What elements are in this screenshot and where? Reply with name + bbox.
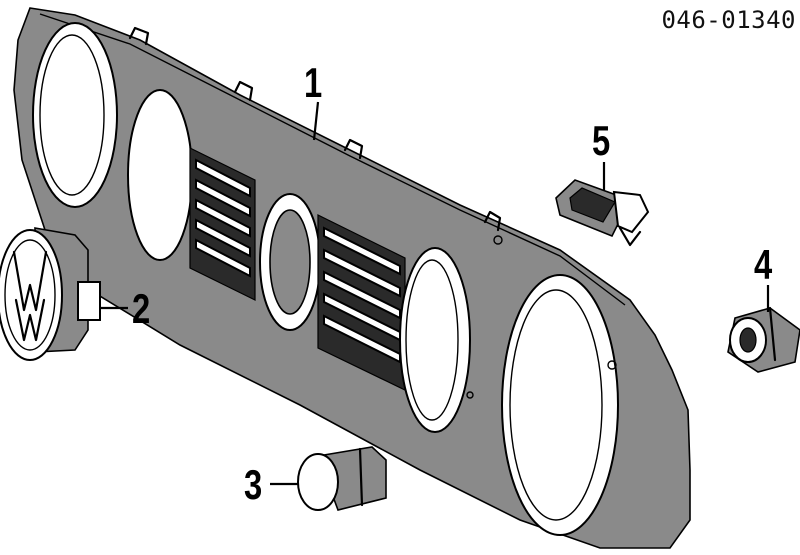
diagram-number: 046-01340 — [661, 6, 796, 34]
right-headlamp-opening — [501, 274, 619, 536]
grille-slats-right — [317, 214, 406, 391]
clip-nut-part-4[interactable] — [727, 306, 800, 373]
right-inner-lamp-opening — [399, 247, 471, 433]
left-headlamp-opening — [32, 22, 118, 208]
push-clip-part-5[interactable] — [555, 179, 650, 247]
cap-face — [297, 453, 339, 511]
callout-2: 2 — [132, 285, 151, 332]
vw-emblem-face — [0, 229, 63, 361]
vw-emblem-part-2[interactable] — [0, 227, 101, 361]
callout-1-leader — [312, 101, 320, 141]
callout-4: 4 — [754, 241, 773, 288]
callout-3: 3 — [244, 461, 263, 508]
left-inner-lamp-opening — [127, 89, 193, 261]
grille-part-1[interactable] — [13, 7, 691, 549]
callout-1: 1 — [304, 59, 323, 106]
grille-slats-left — [189, 147, 256, 301]
callout-5: 5 — [592, 117, 611, 164]
cap-part-3[interactable] — [297, 446, 387, 511]
